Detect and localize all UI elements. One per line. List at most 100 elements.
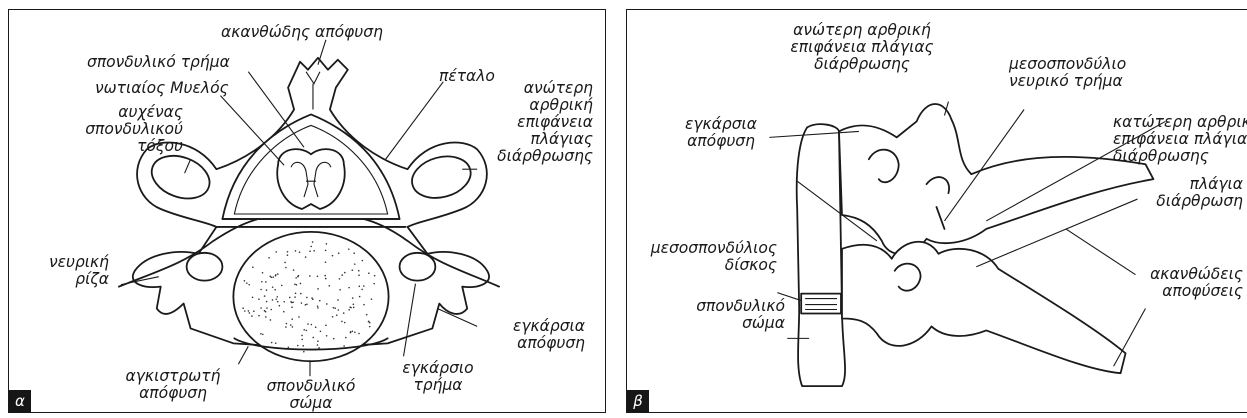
vertebral-body bbox=[233, 232, 388, 361]
stipple-dot bbox=[343, 312, 345, 314]
stipple-dot bbox=[339, 278, 341, 280]
stipple-dot bbox=[281, 285, 283, 287]
stipple-dot bbox=[328, 285, 330, 287]
stipple-dot bbox=[272, 299, 274, 301]
stipple-dot bbox=[244, 280, 246, 282]
stipple-dot bbox=[294, 296, 296, 298]
stipple-dot bbox=[266, 289, 268, 291]
stipple-dot bbox=[361, 289, 363, 291]
stipple-dot bbox=[333, 307, 335, 309]
panel-a: ακανθώδης απόφυση σπονδυλικό τρήμα πέταλ… bbox=[8, 9, 606, 413]
label-spinous-processes: ακανθώδεις αποφύσεις bbox=[1127, 266, 1243, 300]
stipple-dot bbox=[366, 314, 368, 316]
stipple-dot bbox=[353, 304, 355, 306]
label-ivf-line-2: νευρικό τρήμα bbox=[1009, 73, 1126, 90]
stipple-dot bbox=[363, 285, 365, 287]
stipple-dot bbox=[369, 322, 371, 324]
stipple-dot bbox=[242, 307, 244, 309]
stipple-dot bbox=[315, 326, 317, 328]
stipple-dot bbox=[275, 342, 277, 344]
stipple-dot bbox=[345, 337, 347, 339]
stipple-dot bbox=[306, 297, 308, 299]
label-vertebral-body-b: σπονδυλικό σώμα bbox=[657, 298, 785, 332]
label-intervertebral-foramen: μεσοσπονδύλιο νευρικό τρήμα bbox=[1009, 56, 1126, 90]
label-inferior-articular-surface: κατώτερη αρθρική επιφάνεια πλάγιας διάρθ… bbox=[1113, 114, 1247, 165]
stipple-dot bbox=[317, 288, 319, 290]
label-vb-b-line-2: σώμα bbox=[657, 315, 785, 332]
stipple-dot bbox=[326, 335, 328, 337]
label-sas-line-4: πλάγιας bbox=[483, 131, 593, 148]
stipple-dot bbox=[272, 286, 274, 288]
intervertebral-disc bbox=[801, 294, 841, 314]
left-transverse-foramen bbox=[187, 253, 223, 281]
label-sas-line-5: διάρθρωσης bbox=[483, 148, 593, 165]
label-tp-line-1: εγκάρσια bbox=[489, 318, 585, 335]
stipple-dot bbox=[283, 301, 285, 303]
stipple-dot bbox=[303, 351, 305, 353]
stipple-dot bbox=[277, 273, 279, 275]
stipple-dot bbox=[317, 305, 319, 307]
stipple-dot bbox=[317, 307, 319, 309]
stipple-dot bbox=[353, 252, 355, 254]
stipple-dot bbox=[248, 284, 250, 286]
stipple-dot bbox=[362, 260, 364, 262]
stipple-dot bbox=[266, 301, 268, 303]
label-superior-articular-surface-b: ανώτερη αρθρική επιφάνεια πλάγιας διάρθρ… bbox=[767, 22, 957, 73]
stipple-dot bbox=[354, 263, 356, 265]
stipple-dot bbox=[285, 267, 287, 269]
label-vertebral-body: σπονδυλικό σώμα bbox=[251, 378, 371, 412]
label-sp-line-1: ακανθώδεις bbox=[1127, 266, 1243, 283]
stipple-dot bbox=[299, 251, 301, 253]
stipple-dot bbox=[298, 316, 300, 318]
label-ivf-line-1: μεσοσπονδύλιο bbox=[1009, 56, 1126, 73]
stipple-dot bbox=[266, 307, 268, 309]
stipple-dot bbox=[354, 332, 356, 334]
stipple-dot bbox=[287, 251, 289, 253]
stipple-dot bbox=[283, 311, 285, 313]
stipple-dot bbox=[324, 275, 326, 277]
stipple-dot bbox=[313, 250, 315, 252]
stipple-dot bbox=[276, 296, 278, 298]
stipple-dot bbox=[258, 315, 260, 317]
stipple-dot bbox=[296, 284, 298, 286]
stipple-dot bbox=[269, 275, 271, 277]
stipple-dot bbox=[312, 337, 314, 339]
stipple-dot bbox=[343, 345, 345, 347]
stipple-dot bbox=[359, 296, 361, 298]
label-sas-b-line-1: ανώτερη αρθρική bbox=[767, 22, 957, 39]
stipple-dot bbox=[260, 307, 262, 309]
stipple-dot bbox=[307, 323, 309, 325]
stipple-dot bbox=[285, 326, 287, 328]
stipple-dot bbox=[301, 335, 303, 337]
stipple-dot bbox=[312, 298, 314, 300]
stipple-dot bbox=[253, 310, 255, 312]
stipple-dot bbox=[286, 323, 288, 325]
stipple-dot bbox=[295, 250, 297, 252]
stipple-dot bbox=[349, 306, 351, 308]
stipple-dot bbox=[352, 297, 354, 299]
stipple-dot bbox=[292, 326, 294, 328]
label-nerve-root-line-2: ρίζα bbox=[29, 271, 109, 288]
stipple-dot bbox=[275, 298, 277, 300]
stipple-dot bbox=[252, 296, 254, 298]
label-uncinate-line-2: απόφυση bbox=[113, 385, 233, 402]
stipple-dot bbox=[287, 254, 289, 256]
stipple-dot bbox=[325, 325, 327, 327]
stipple-dot bbox=[295, 277, 297, 279]
label-sas-line-3: επιφάνεια bbox=[483, 114, 593, 131]
stipple-dot bbox=[305, 256, 307, 258]
stipple-dot bbox=[348, 309, 350, 311]
stipple-dot bbox=[338, 252, 340, 254]
label-intervertebral-disc: μεσοσπονδύλιος δίσκος bbox=[629, 240, 777, 274]
stipple-dot bbox=[358, 274, 360, 276]
upper-posterior-elements bbox=[839, 104, 1153, 254]
stipple-dot bbox=[275, 275, 277, 277]
label-tf-line-2: τρήμα bbox=[393, 377, 483, 394]
stipple-dot bbox=[303, 329, 305, 331]
stipple-dot bbox=[334, 307, 336, 309]
stipple-dot bbox=[260, 333, 262, 335]
stipple-dot bbox=[311, 324, 313, 326]
stipple-dot bbox=[265, 316, 267, 318]
label-facet-joint: πλάγια διάρθρωση bbox=[1125, 176, 1243, 210]
stipple-dot bbox=[249, 312, 251, 314]
